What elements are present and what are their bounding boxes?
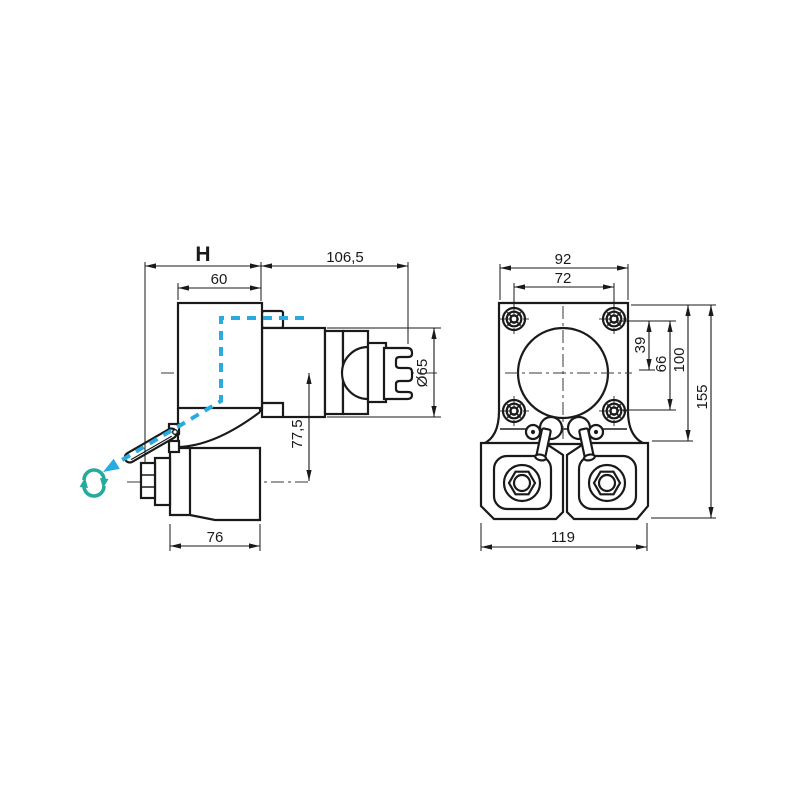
dim-label-155: 155: [694, 384, 711, 409]
coupling-nut-flats: [141, 474, 155, 488]
front-view: 92 72 39 66 100 155 119: [479, 251, 716, 551]
dim-label-d65: Ø65: [414, 359, 431, 387]
lower-block: [168, 446, 262, 522]
dim-label-39: 39: [632, 337, 649, 354]
dim-label-76: 76: [207, 529, 224, 546]
bore-center-left: [512, 473, 532, 493]
dim-label-H: H: [195, 243, 210, 266]
coolant-nozzle-left: [524, 415, 564, 462]
spindle-ring-1: [323, 329, 345, 416]
cap-screw-bottom-right: [599, 396, 629, 426]
ext-lines-right-stack: [618, 304, 716, 519]
toolpath-arrow-icon: [103, 316, 304, 472]
dim-label-100: 100: [671, 347, 688, 372]
side-view: H 106,5 60 Ø65 77,5 76: [79, 243, 441, 551]
housing-bottom-step: [262, 401, 285, 417]
hex-nut-right: [592, 470, 622, 496]
body-transition-curve: [176, 408, 262, 449]
dim-label-60: 60: [211, 271, 228, 288]
dim-label-119: 119: [551, 529, 575, 546]
dim-label-77-5: 77,5: [289, 419, 306, 448]
dim-label-72: 72: [555, 270, 572, 287]
rotation-arrows-icon: [79, 468, 109, 498]
cap-screw-bottom-left: [499, 396, 529, 426]
hex-nut-left: [507, 470, 537, 496]
coupling-nut: [139, 461, 157, 500]
lever-pivot: [171, 429, 178, 436]
clamping-nose: [382, 346, 414, 401]
ext-lines-119: [480, 523, 648, 551]
dim-label-66: 66: [653, 356, 670, 373]
ext-lines-H: [144, 262, 262, 462]
coupling-flange: [153, 456, 172, 507]
coolant-nozzle-right: [566, 415, 605, 462]
ext-lines-65: [327, 327, 441, 418]
dim-label-106-5: 106,5: [326, 249, 364, 266]
bore-center-right: [597, 473, 617, 493]
bore-centerlines: [505, 306, 632, 441]
ext-lines-92: [499, 264, 629, 300]
dim-label-92: 92: [555, 251, 572, 268]
spindle-dome: [340, 345, 370, 401]
clamp-lug-lower: [167, 439, 181, 454]
